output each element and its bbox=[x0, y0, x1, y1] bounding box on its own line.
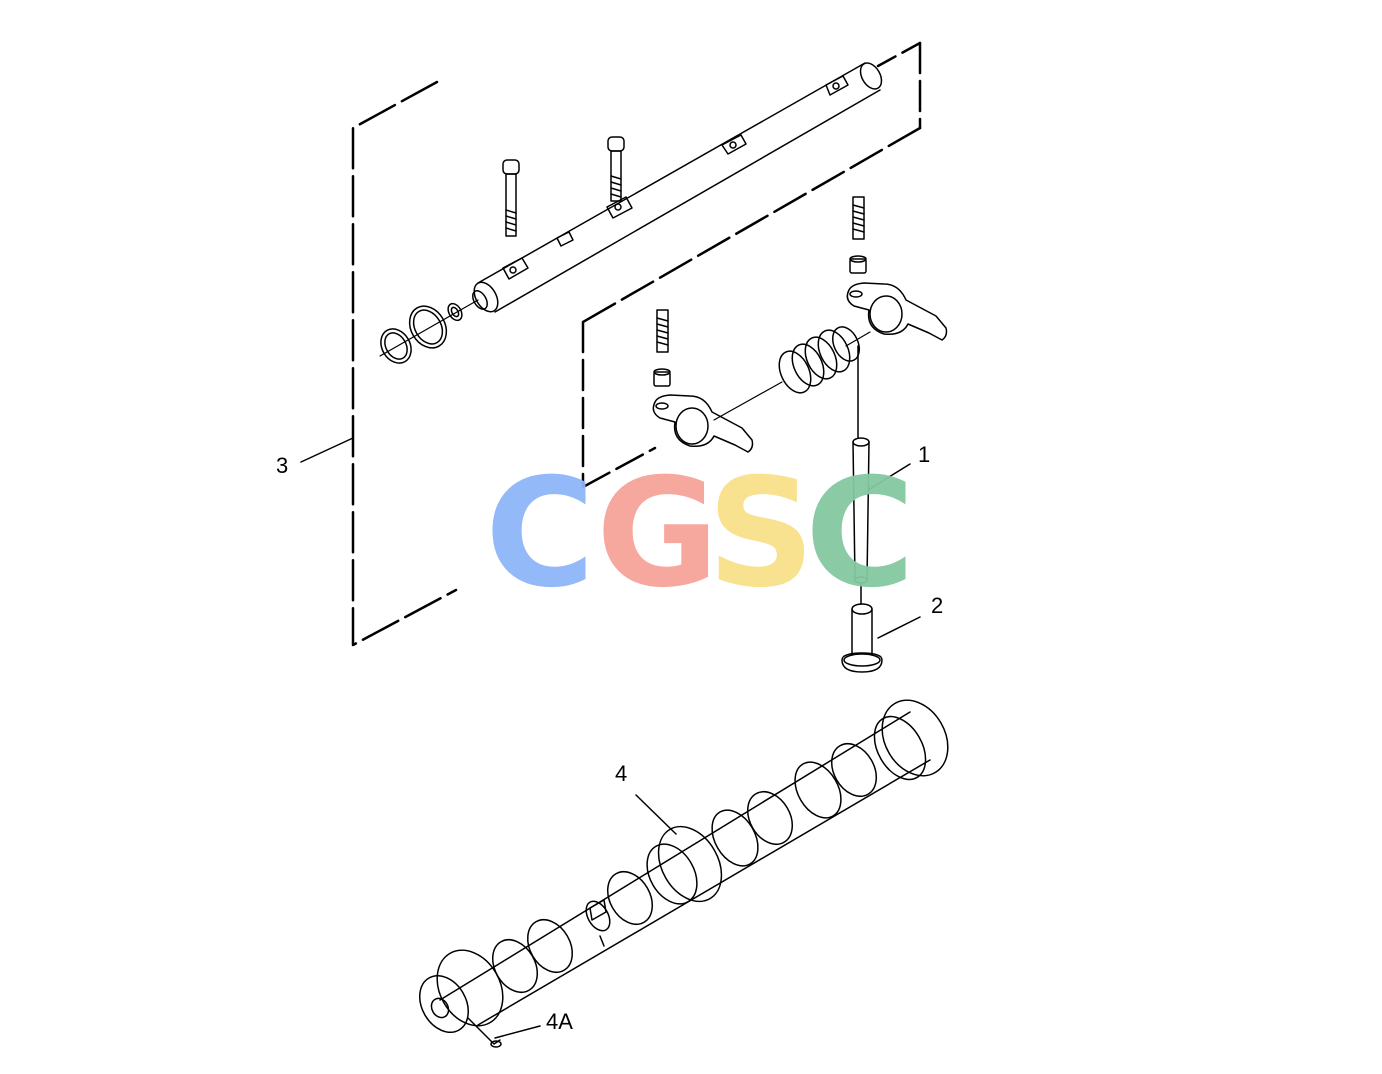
rocker-arm-upper bbox=[846, 282, 948, 341]
valve-lifter bbox=[841, 603, 883, 673]
adjuster-stud-upper bbox=[849, 196, 867, 274]
callout-label-2: 2 bbox=[931, 593, 943, 618]
leader-line-3 bbox=[300, 437, 354, 463]
adjuster-stud-lower bbox=[653, 309, 671, 387]
shaft-bolt-left bbox=[502, 159, 520, 237]
camshaft bbox=[419, 699, 949, 1033]
cgsc-watermark: C G S C bbox=[485, 447, 915, 621]
leader-line-1 bbox=[867, 463, 911, 491]
watermark-letter-c2: C bbox=[805, 447, 915, 621]
spacer bbox=[447, 302, 463, 322]
watermark-letter-s: S bbox=[707, 447, 815, 621]
leader-line-2 bbox=[877, 616, 921, 639]
rocker-shaft bbox=[472, 62, 883, 313]
snap-ring bbox=[380, 328, 412, 364]
callout-label-3: 3 bbox=[276, 453, 288, 478]
rocker-arm-lower bbox=[652, 394, 754, 453]
group-3-bracket bbox=[351, 80, 458, 647]
watermark-letter-c1: C bbox=[485, 447, 595, 621]
callout-label-4: 4 bbox=[615, 761, 627, 786]
rocker-assembly-boundary bbox=[581, 41, 922, 489]
watermark-letter-g: G bbox=[596, 447, 719, 621]
leader-line-4a bbox=[494, 1025, 541, 1039]
callout-label-1: 1 bbox=[918, 442, 930, 467]
washer bbox=[408, 305, 448, 349]
callout-labels: 1 2 3 4 4A bbox=[276, 442, 943, 1034]
shaft-bolt-right bbox=[607, 136, 625, 202]
leader-lines bbox=[300, 437, 921, 1039]
callout-label-4a: 4A bbox=[546, 1009, 573, 1034]
leader-line-4 bbox=[635, 794, 677, 835]
camshaft-dowel bbox=[467, 1017, 502, 1048]
push-rod bbox=[852, 345, 870, 605]
spacer-spring bbox=[778, 326, 861, 394]
